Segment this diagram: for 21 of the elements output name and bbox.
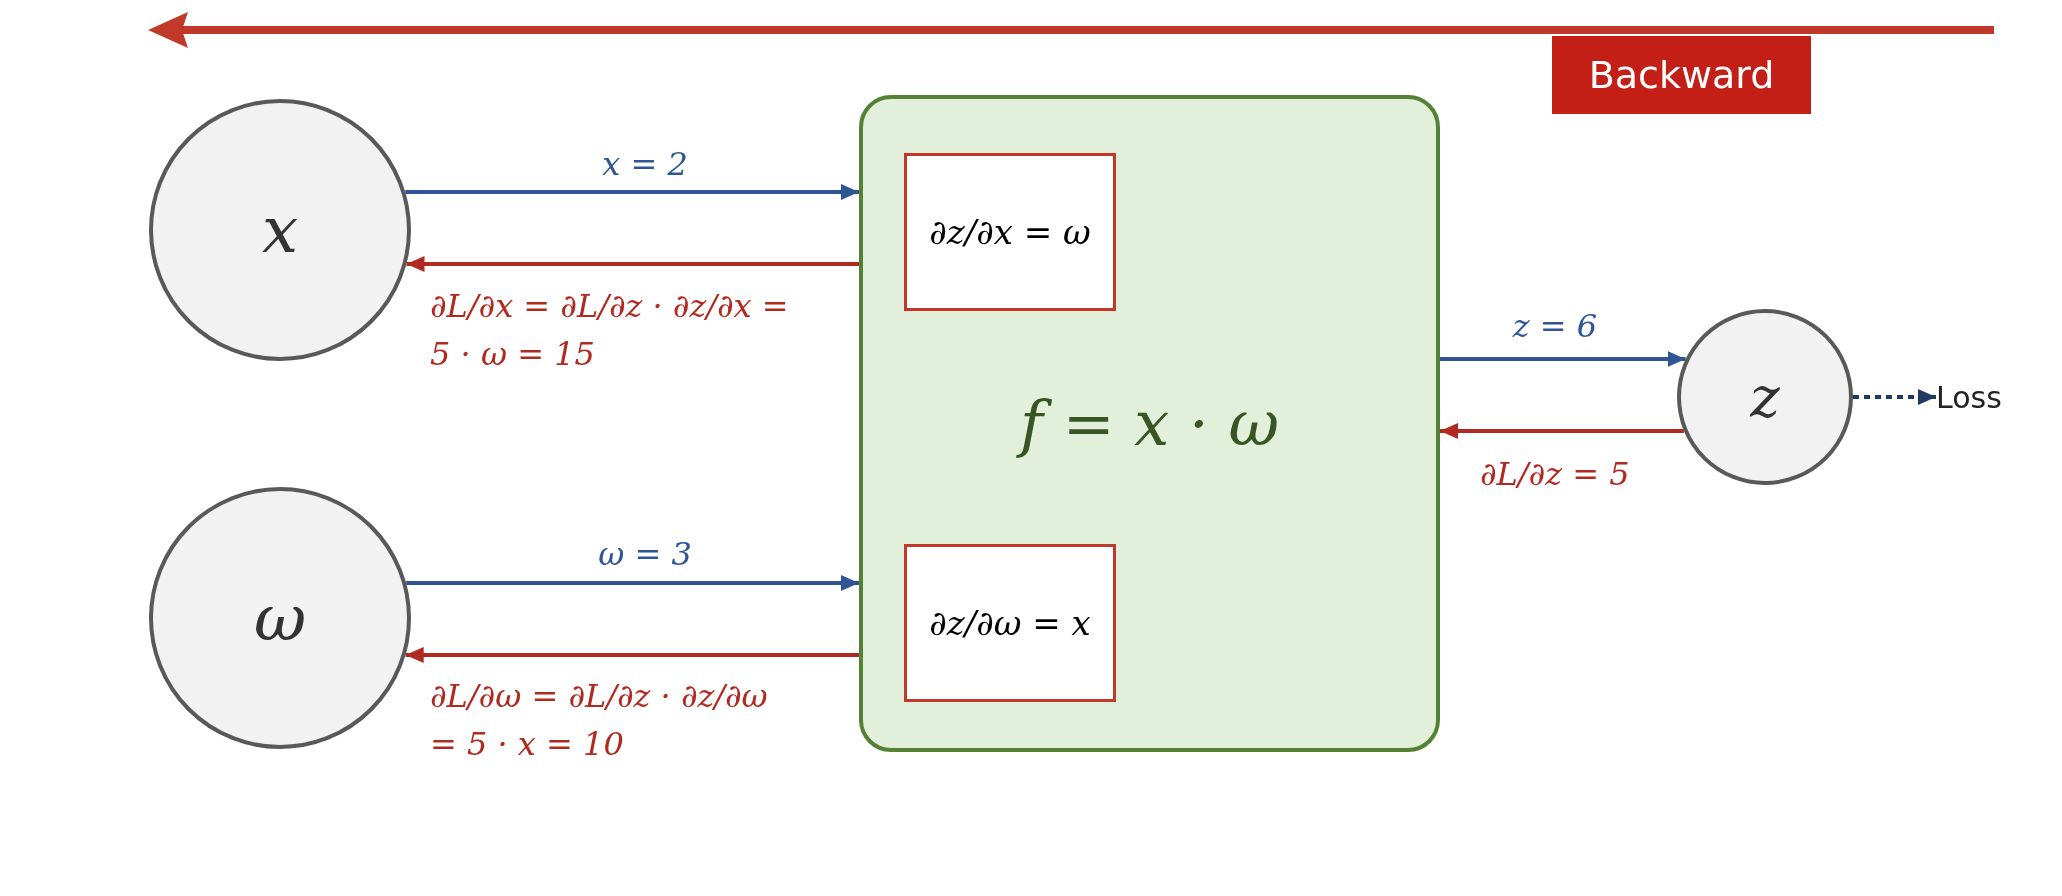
function-box bbox=[859, 95, 1440, 752]
derivative-box: ∂z/∂x = ω bbox=[904, 153, 1116, 311]
direction-banner: Backward bbox=[1552, 36, 1811, 114]
arrow bbox=[406, 575, 859, 591]
arrow bbox=[406, 256, 859, 272]
arrow bbox=[1440, 423, 1684, 439]
text-label: Loss bbox=[1936, 375, 2026, 419]
arrow bbox=[1440, 351, 1686, 367]
derivative-box: ∂z/∂ω = x bbox=[904, 544, 1116, 702]
edge-label: ∂L/∂x = ∂L/∂z · ∂z/∂x = 5 · ω = 15 bbox=[430, 286, 790, 375]
edge-label: ∂L/∂z = 5 bbox=[1480, 454, 1631, 495]
variable-circle: z bbox=[1677, 309, 1853, 485]
variable-circle: ω bbox=[149, 487, 411, 749]
arrow bbox=[405, 647, 859, 663]
edge-label: z = 6 bbox=[1511, 306, 1599, 347]
arrow bbox=[405, 184, 859, 200]
variable-circle: x bbox=[149, 99, 411, 361]
edge-label: ω = 3 bbox=[597, 534, 693, 575]
arrow bbox=[1853, 389, 1936, 405]
edge-label: x = 2 bbox=[601, 144, 689, 185]
edge-label: ∂L/∂ω = ∂L/∂z · ∂z/∂ω = 5 · x = 10 bbox=[430, 676, 769, 765]
